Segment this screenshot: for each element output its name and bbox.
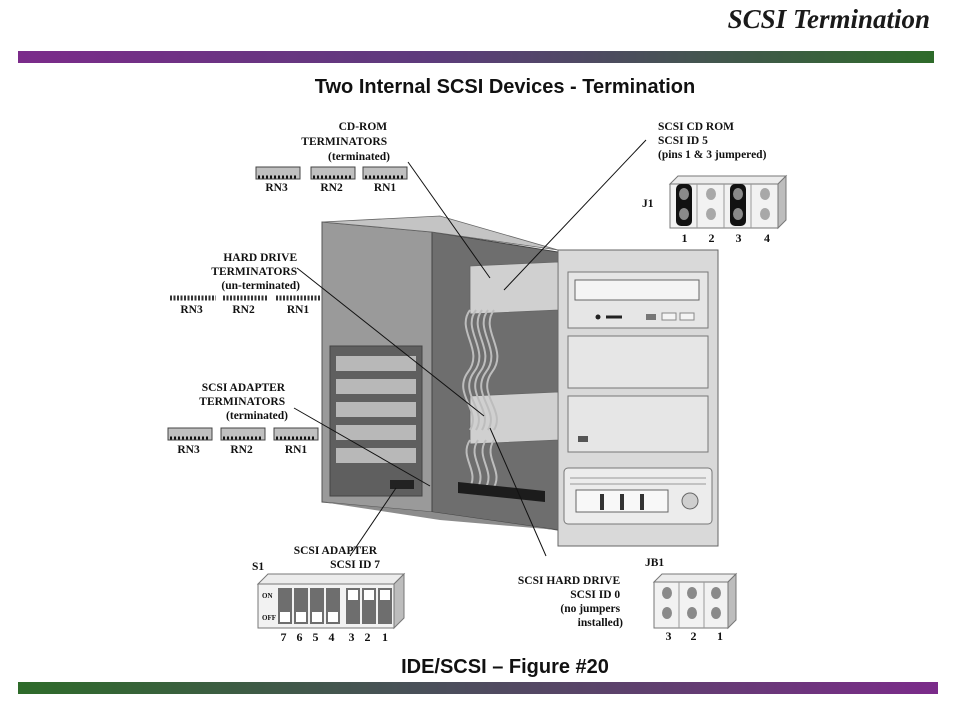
j1-jumper-block bbox=[668, 174, 788, 230]
adapter-terminators-label: SCSI ADAPTER TERMINATORS (terminated) bbox=[199, 382, 288, 422]
jb1-pin-numbers: 3 2 1 bbox=[666, 629, 724, 643]
adapter-terminator-packs bbox=[167, 427, 319, 441]
jb1-jumper-block bbox=[652, 572, 738, 630]
computer-case bbox=[321, 215, 719, 547]
adapter-rn-labels: RN3 RN2 RN1 bbox=[177, 444, 307, 456]
s1-off-label: OFF bbox=[262, 614, 276, 622]
s1-switch-numbers: 7 6 5 4 3 2 1 bbox=[281, 630, 389, 644]
pointer-lines bbox=[293, 139, 647, 557]
scsi-adapter-label: SCSI ADAPTER SCSI ID 7 bbox=[294, 545, 381, 571]
cdrom-terminator-packs bbox=[255, 166, 408, 180]
page-title: SCSI Termination bbox=[727, 4, 930, 34]
scsi-hard-drive-label: SCSI HARD DRIVE SCSI ID 0 (no jumpers in… bbox=[518, 575, 623, 629]
bottom-accent-bar bbox=[18, 682, 938, 694]
top-accent-bar bbox=[18, 51, 934, 63]
s1-on-label: ON bbox=[262, 592, 273, 600]
figure-title: Two Internal SCSI Devices - Termination bbox=[314, 76, 696, 98]
jb1-label: JB1 bbox=[645, 557, 664, 569]
s1-label: S1 bbox=[252, 561, 264, 573]
j1-pin-numbers: 1 2 3 4 bbox=[682, 231, 771, 245]
figure-caption: IDE/SCSI – Figure #20 bbox=[401, 656, 609, 678]
cdrom-rn-labels: RN3 RN2 RN1 bbox=[265, 182, 396, 194]
j1-label: J1 bbox=[642, 198, 654, 210]
hd-terminators-label: HARD DRIVE TERMINATORS (un-terminated) bbox=[211, 252, 300, 292]
s1-dip-switch bbox=[256, 572, 406, 630]
scsi-cdrom-label: SCSI CD ROM SCSI ID 5 (pins 1 & 3 jumper… bbox=[658, 121, 767, 161]
hd-rn-labels: RN3 RN2 RN1 bbox=[180, 304, 309, 316]
cdrom-terminators-label: CD-ROM TERMINATORS (terminated) bbox=[301, 121, 390, 163]
